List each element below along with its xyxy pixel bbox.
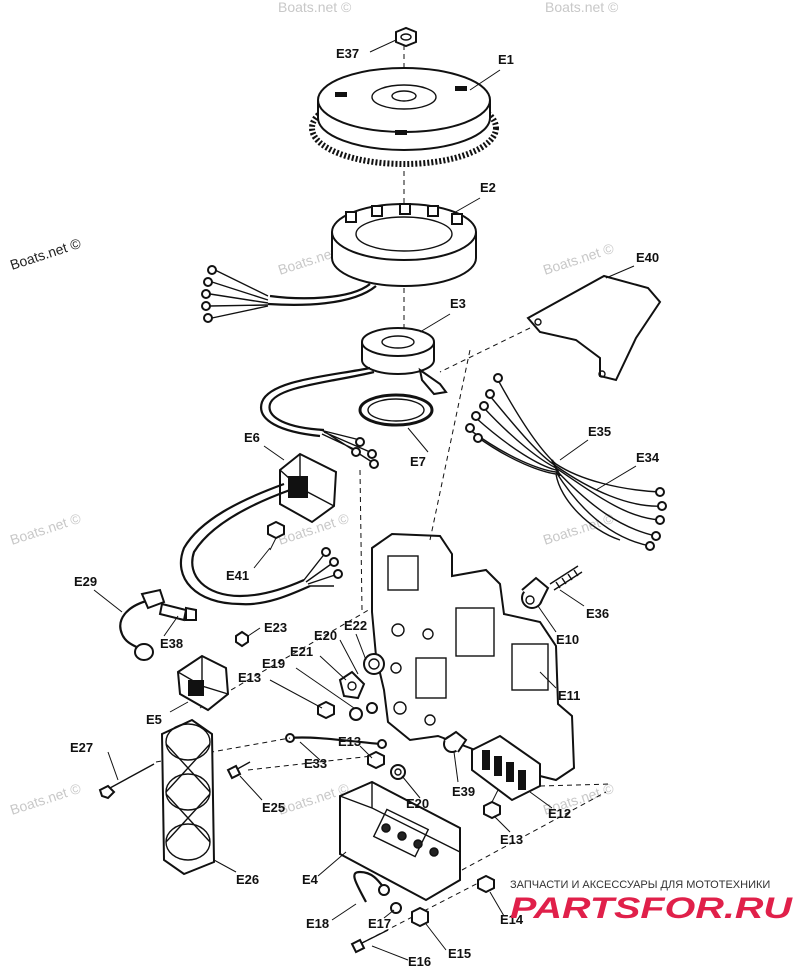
part-e20-washer[interactable] <box>390 764 406 780</box>
part-e25-bolt[interactable] <box>226 761 251 780</box>
part-e29-lead[interactable] <box>119 588 166 661</box>
watermark: Boats.net © <box>545 0 619 15</box>
callout-e38: E38 <box>160 636 183 651</box>
watermark: Boats.net © <box>8 780 83 818</box>
watermark: Boats.net © <box>8 510 83 548</box>
callout-e15: E15 <box>448 946 471 961</box>
part-e37-nut[interactable] <box>395 26 417 48</box>
callout-e19: E19 <box>262 656 285 671</box>
bracket-leader <box>439 327 531 373</box>
part-e5-ignition-coil[interactable] <box>176 654 230 712</box>
part-e14-nut[interactable] <box>477 874 495 894</box>
callout-e17: E17 <box>368 916 391 931</box>
callout-e39: E39 <box>452 784 475 799</box>
part-e22-grommet[interactable] <box>363 653 385 675</box>
part-e23-nut[interactable] <box>235 630 249 648</box>
part-e18-lead[interactable] <box>353 870 390 903</box>
part-e36-stud[interactable] <box>549 565 583 591</box>
partsfor-logo: ЗАПЧАСТИ И АКСЕССУАРЫ ДЛЯ МОТОТЕХНИКИ PA… <box>510 879 794 925</box>
callout-e3: E3 <box>450 296 466 311</box>
callout-e21: E21 <box>290 644 313 659</box>
part-e4-switch-box[interactable] <box>339 780 461 902</box>
part-e10-spacer[interactable] <box>521 576 550 609</box>
part-e27-bolt[interactable] <box>98 763 155 800</box>
callout-e1: E1 <box>498 52 514 67</box>
part-e13-screw[interactable] <box>483 789 501 820</box>
callout-e2: E2 <box>480 180 496 195</box>
callout-e13: E13 <box>500 832 523 847</box>
callout-e7: E7 <box>410 454 426 469</box>
part-e6-rectifier[interactable] <box>179 452 338 606</box>
callout-e36: E36 <box>586 606 609 621</box>
watermark: Boats.net © <box>541 240 616 278</box>
part-e33-ground-lead[interactable] <box>285 733 387 749</box>
callout-labels: E37 E1 E2 E3 E40 E35 E34 E7 E6 E41 E29 E… <box>70 46 660 969</box>
part-e15-nut[interactable] <box>411 906 429 928</box>
part-e21-clamp[interactable] <box>338 670 366 700</box>
callout-e27: E27 <box>70 740 93 755</box>
part-e38-plug[interactable] <box>158 602 197 622</box>
callout-e13: E13 <box>338 734 361 749</box>
part-e1-flywheel[interactable] <box>309 67 499 167</box>
callout-e20: E20 <box>314 628 337 643</box>
callout-e10: E10 <box>556 632 579 647</box>
part-e2-stator[interactable] <box>267 203 477 306</box>
part-e19-washer[interactable] <box>349 702 378 721</box>
callout-e41: E41 <box>226 568 249 583</box>
callout-e20: E20 <box>406 796 429 811</box>
part-e11-mounting-plate[interactable] <box>371 532 576 782</box>
callout-e4: E4 <box>302 872 319 887</box>
stator-wire-terminals <box>201 265 269 323</box>
callout-e13: E13 <box>238 670 261 685</box>
part-e13-screw[interactable] <box>317 700 335 720</box>
callout-e23: E23 <box>264 620 287 635</box>
part-e41-screw[interactable] <box>267 520 285 551</box>
part-e7-retainer[interactable] <box>358 393 434 427</box>
callout-e40: E40 <box>636 250 659 265</box>
callout-e14: E14 <box>500 912 524 927</box>
brand-tagline: ЗАПЧАСТИ И АКСЕССУАРЫ ДЛЯ МОТОТЕХНИКИ <box>510 879 770 891</box>
callout-e18: E18 <box>306 916 329 931</box>
watermark: Boats.net © <box>541 510 616 548</box>
callout-e25: E25 <box>262 800 285 815</box>
brand-logo-text: PARTSFOR.RU <box>510 892 794 925</box>
label-leaders <box>93 39 637 961</box>
part-e34-wire-harness[interactable] <box>465 373 667 551</box>
callout-e12: E12 <box>548 806 571 821</box>
callout-e29: E29 <box>74 574 97 589</box>
callout-e5: E5 <box>146 712 162 727</box>
callout-e34: E34 <box>636 450 660 465</box>
part-e40-bracket[interactable] <box>526 274 662 382</box>
part-e26-coil-bracket[interactable] <box>160 718 216 876</box>
callout-e16: E16 <box>408 954 431 969</box>
watermark: Boats.net © <box>8 235 83 273</box>
rectifier-wire-terminals <box>303 547 343 587</box>
part-e39-bushing[interactable] <box>443 730 468 753</box>
watermark: Boats.net © <box>278 0 352 15</box>
part-e16-bolt[interactable] <box>350 929 389 954</box>
part-e3-timer-base[interactable] <box>260 327 448 438</box>
callout-e22: E22 <box>344 618 367 633</box>
callout-e33: E33 <box>304 756 327 771</box>
callout-e37: E37 <box>336 46 359 61</box>
callout-e26: E26 <box>236 872 259 887</box>
part-e13-screw[interactable] <box>367 750 385 770</box>
callout-e11: E11 <box>558 688 580 703</box>
callout-e6: E6 <box>244 430 260 445</box>
callout-e35: E35 <box>588 424 611 439</box>
timer-wire-terminals <box>319 429 379 469</box>
